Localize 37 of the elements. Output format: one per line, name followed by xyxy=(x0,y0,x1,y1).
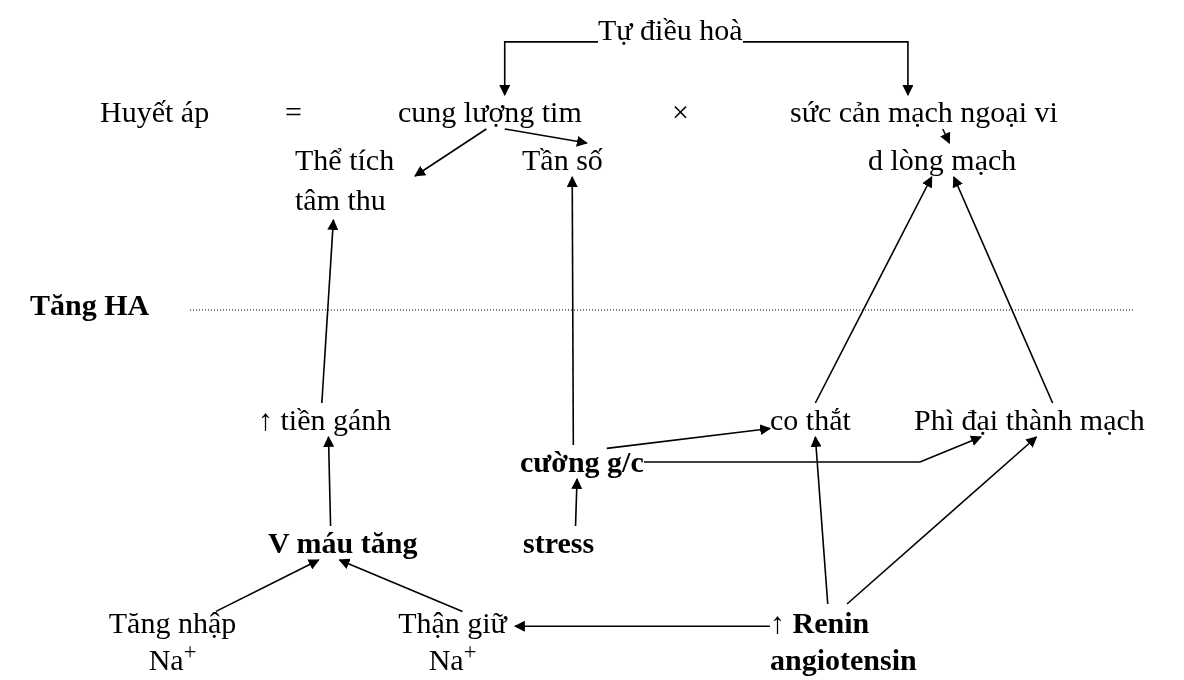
arrow xyxy=(846,436,1038,605)
arrow xyxy=(571,477,583,527)
zone-label: Tăng HA xyxy=(30,288,150,322)
concept-text: co thắt xyxy=(770,403,851,437)
arrow xyxy=(940,128,951,144)
concept-text: ↑ tiền gánh xyxy=(258,403,392,437)
concept-text: Tần số xyxy=(522,143,603,177)
concept-text: Huyết áp xyxy=(100,95,210,129)
concept-text: ↑ Renin angiotensin xyxy=(770,604,945,678)
concept-text: Thận giữ Na$^{+}$ xyxy=(390,604,515,678)
concept-text: sức cản mạch ngoại vi xyxy=(790,95,1058,129)
arrow xyxy=(643,435,982,463)
arrow xyxy=(503,128,588,147)
operator-symbol: = xyxy=(285,95,302,129)
concept-text: cường g/c xyxy=(520,445,644,479)
arrow xyxy=(321,218,339,404)
concept-text: V máu tăng xyxy=(268,526,418,560)
concept-text: Thể tích tâm thu xyxy=(295,140,415,220)
concept-text: Tự điều hoà xyxy=(598,13,743,47)
arrow xyxy=(323,435,335,527)
concept-text: d lòng mạch xyxy=(868,143,1017,177)
concept-text: Phì đại thành mạch xyxy=(914,403,1145,437)
arrow xyxy=(513,620,771,632)
arrow xyxy=(338,558,464,613)
concept-text: Tăng nhập Na$^{+}$ xyxy=(100,604,245,678)
arrow xyxy=(566,175,578,446)
arrow xyxy=(810,435,829,605)
operator-symbol: × xyxy=(672,95,689,129)
concept-text: cung lượng tim xyxy=(398,95,582,129)
concept-text: stress xyxy=(523,526,595,560)
arrow xyxy=(814,176,933,404)
arrow xyxy=(742,41,914,97)
arrow xyxy=(414,128,488,177)
arrow xyxy=(952,176,1054,404)
arrow xyxy=(499,41,599,97)
arrow xyxy=(606,424,772,450)
arrow xyxy=(215,559,320,613)
